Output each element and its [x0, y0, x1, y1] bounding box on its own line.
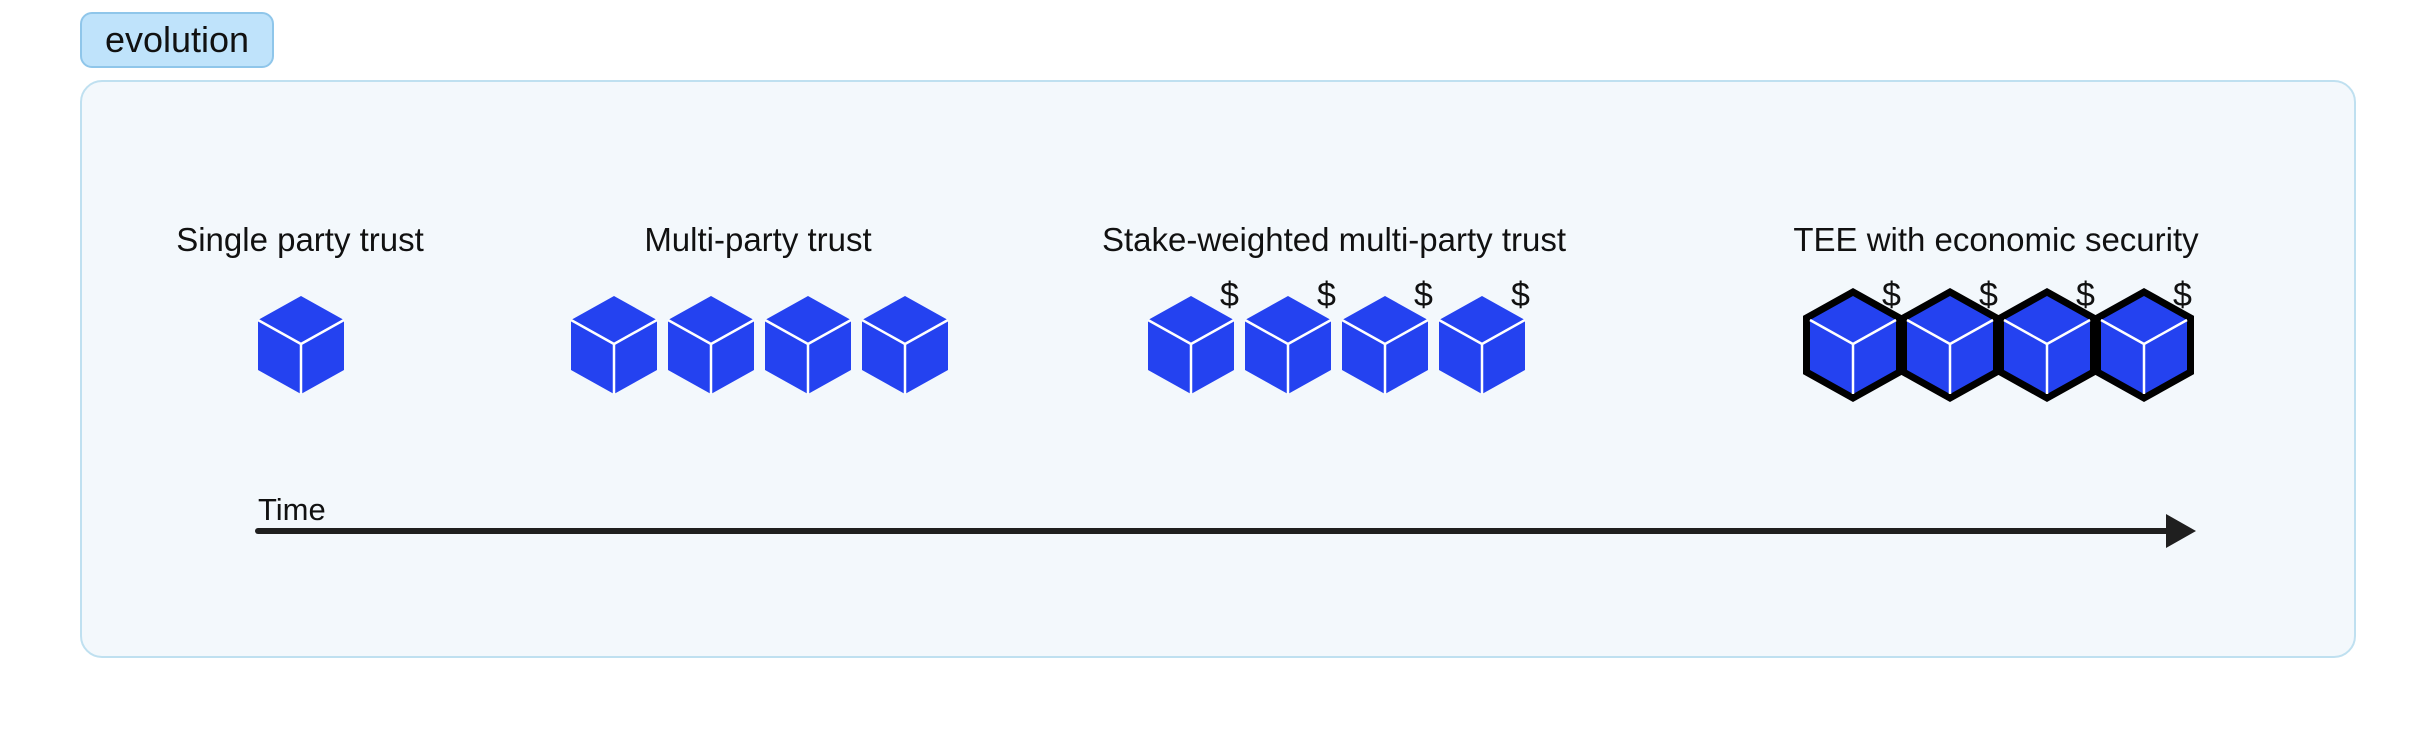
- dollar-icon: $: [2173, 276, 2192, 314]
- dollar-icon: $: [1220, 276, 1239, 314]
- dollar-icon: $: [1317, 276, 1336, 314]
- time-axis-label: Time: [258, 492, 326, 527]
- cube-icon: [1147, 296, 1235, 394]
- dollar-icon: $: [2076, 276, 2095, 314]
- dollar-icon: $: [1979, 276, 1998, 314]
- section-tag: evolution: [80, 12, 274, 68]
- cube-icon: [1244, 296, 1332, 394]
- cube-icon: [1900, 287, 2000, 403]
- cube-icon: [1803, 287, 1903, 403]
- dollar-icon: $: [1414, 276, 1433, 314]
- cube-icon: [570, 296, 658, 394]
- dollar-icon: $: [1882, 276, 1901, 314]
- cube-icon: [667, 296, 755, 394]
- stage-label-single-party: Single party trust: [176, 221, 424, 258]
- cube-icon: [257, 296, 345, 394]
- cube-icon: [2094, 287, 2194, 403]
- stage-label-multi-party: Multi-party trust: [644, 221, 872, 258]
- cube-icon: [764, 296, 852, 394]
- cube-icon: [1341, 296, 1429, 394]
- stage-label-tee: TEE with economic security: [1793, 221, 2199, 258]
- dollar-icon: $: [1511, 276, 1530, 314]
- cube-icon: [1997, 287, 2097, 403]
- cube-icon: [861, 296, 949, 394]
- stage-label-stake-weighted: Stake-weighted multi-party trust: [1101, 221, 1567, 258]
- cube-icon: [1438, 296, 1526, 394]
